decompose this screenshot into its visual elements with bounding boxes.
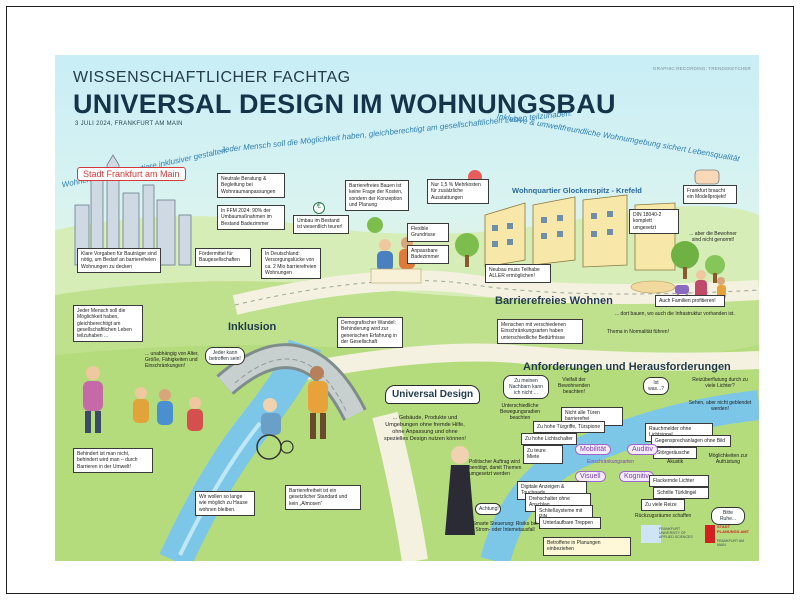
bubble-ist-was: Ist was...? bbox=[643, 377, 669, 395]
logo-uas: FRANKFURT UNIVERSITY OF APPLIED SCIENCES bbox=[659, 527, 693, 540]
page-title: UNIVERSAL DESIGN IM WOHNUNGSBAU bbox=[73, 89, 616, 119]
speaker-figure bbox=[445, 446, 475, 535]
note-rueckzug: Rückzugsräume schaffen bbox=[635, 513, 692, 519]
note-gegensprech: Gegensprechanlagen ohne Bild bbox=[651, 435, 731, 448]
section-universal-design: Universal Design bbox=[385, 385, 481, 404]
credit-line: GRAPHIC RECORDING: TRENDSKETCHER bbox=[652, 66, 751, 71]
note-ffm: In FFM 2024: 90% der Umbaumaßnahmen im B… bbox=[217, 205, 285, 230]
note-deutschland: In Deutschland: Versorgungslücke von ca.… bbox=[261, 248, 321, 279]
logo-stadtplanung: STADT PLANUNGS AMT bbox=[717, 524, 750, 534]
pill-mobilitaet: Mobilität bbox=[575, 444, 612, 455]
river-right bbox=[480, 390, 759, 561]
note-treppen: Unterlaufbare Treppen bbox=[539, 517, 601, 530]
note-kosten: Barrierefreies Bauen ist keine Frage der… bbox=[345, 180, 409, 211]
note-umbau: Umbau im Bestand ist wesentlich teurer! bbox=[293, 215, 349, 234]
note-din: DIN 18040-2 komplett umgesetzt bbox=[629, 209, 679, 234]
note-aufruestung: Möglichkeiten zur Aufrüstung bbox=[708, 453, 748, 465]
note-bewegungsradien: Unterschiedliche Bewegungsradien beachte… bbox=[499, 403, 541, 421]
sandbox bbox=[630, 280, 676, 294]
note-jeder: Jeder Mensch soll die Möglichkeit haben,… bbox=[73, 305, 143, 343]
note-normalitaet: Thema in Normalität führen! bbox=[607, 329, 669, 335]
pill-visuell: Visuell bbox=[575, 471, 606, 482]
road-down bbox=[372, 411, 428, 561]
note-beratung: Neutrale Beratung & Begleitung bei Wohnr… bbox=[217, 173, 285, 198]
note-vorgaben: Klare Vorgaben für Bauträger sind nötig,… bbox=[77, 248, 161, 273]
bubble-achtung: Achtung! bbox=[475, 503, 501, 515]
note-vielfalt: Vielfalt der Bewohnenden beachten! bbox=[558, 377, 590, 395]
note-bad: Anpassbare Badezimmer bbox=[407, 245, 449, 264]
note-tuergriffe: Zu hohe Türgriffe, Türspione bbox=[533, 421, 605, 434]
bubble-ruhe: Bitte Ruhe... bbox=[711, 507, 745, 525]
handshake-icon bbox=[694, 169, 720, 185]
kicker-heading: WISSENSCHAFTLICHER FACHTAG bbox=[73, 69, 351, 86]
note-politik: Politischer Auftrag wird benötigt, damit… bbox=[469, 459, 522, 477]
label-einschraenkungsarten: Einschränkungsarten bbox=[587, 459, 634, 465]
note-almosen: Barrierefreiheit ist ein gesetzlicher St… bbox=[285, 485, 361, 510]
note-modellprojekt: Frankfurt braucht ein Modellprojekt! bbox=[683, 185, 737, 204]
city-tag: Stadt Frankfurt am Main bbox=[77, 167, 186, 181]
pill-auditiv: Auditiv bbox=[627, 444, 659, 455]
note-reizueberflutung: Reizüberflutung durch zu viele Lichter? bbox=[692, 377, 748, 389]
note-behindert: Behindert ist man nicht, behindert wird … bbox=[73, 448, 153, 473]
event-date: 3 JULI 2024, FRANKFURT AM MAIN bbox=[75, 121, 183, 127]
note-familien: Auch Familien profitieren! bbox=[655, 295, 725, 308]
note-neubau: Neubau muss Teilhabe ALLER ermöglichen! bbox=[485, 264, 551, 283]
note-bewohner: ... aber die Bewohner sind nicht genormt… bbox=[689, 231, 737, 243]
section-inklusion: Inklusion bbox=[228, 321, 277, 333]
universal-definition: ... Gebäude, Produkte und Umgebungen ohn… bbox=[384, 415, 466, 442]
logo-stadtplanung-sub: FRANKFURT AM MAIN bbox=[717, 539, 745, 548]
road-middle bbox=[283, 343, 759, 384]
note-flackern: Flackernde Lichter bbox=[649, 475, 709, 488]
bubble-nachbarn: Zu meinen Nachbarn kann ich nicht ... bbox=[503, 375, 549, 399]
note-lichtschalter: Zu hohe Lichtschalter bbox=[521, 433, 577, 446]
note-grundrisse: Flexible Grundrisse bbox=[407, 223, 449, 242]
note-mehrkosten: Nur 1,5 % Mehrkosten für zusätzliche Aus… bbox=[427, 179, 489, 204]
note-infrastruktur: ... dort bauen, wo auch die Infrastruktu… bbox=[615, 311, 735, 317]
note-akustik: Akustik bbox=[667, 459, 684, 465]
bubble-betroffen: Jeder kann betroffen sein! bbox=[205, 347, 245, 365]
stadtplanung-logo-mark bbox=[705, 525, 715, 543]
note-unabhaengig: ... unabhängig von Alter, Größe, Fähigke… bbox=[145, 351, 199, 369]
euro-icon: € bbox=[313, 202, 325, 214]
note-stoergeraeusche: Störgeräusche bbox=[653, 447, 697, 460]
note-geblendet: Sehen, aber nicht geblendet werden! bbox=[688, 400, 752, 412]
glockenspitz-title: Wohnquartier Glockenspitz - Krefeld bbox=[512, 186, 642, 195]
trees bbox=[367, 217, 725, 283]
note-reize: Zu viele Reize bbox=[641, 499, 685, 512]
note-menschen: Menschen mit verschiedenen Einschränkung… bbox=[497, 319, 583, 344]
note-tuerklingel: Schrille Türklingel bbox=[653, 487, 709, 500]
section-anforderungen: Anforderungen und Herausforderungen bbox=[523, 361, 731, 373]
section-barrierefrei: Barrierefreies Wohnen bbox=[495, 295, 613, 307]
note-betroffene: Betroffene in Planungen einbeziehen bbox=[543, 537, 631, 556]
note-smarte-steuerung: Smarte Steuerung: Risiko bei Strom- oder… bbox=[472, 521, 538, 533]
frankfurt-skyline bbox=[74, 154, 192, 266]
note-wandel: Demografischer Wandel: Behinderung wird … bbox=[337, 317, 403, 348]
people-group-inklusion bbox=[83, 366, 328, 460]
graphic-recording-poster: WISSENSCHAFTLICHER FACHTAG UNIVERSAL DES… bbox=[55, 55, 759, 561]
page-frame: WISSENSCHAFTLICHER FACHTAG UNIVERSAL DES… bbox=[6, 6, 794, 594]
note-miete: Zu teure Miete bbox=[523, 445, 563, 464]
uas-logo-mark bbox=[641, 525, 661, 543]
note-zuhause: Wir wollen so lange wie möglich zu Hause… bbox=[195, 491, 255, 516]
note-foerder: Fördermittel für Baugesellschaften bbox=[195, 248, 251, 267]
